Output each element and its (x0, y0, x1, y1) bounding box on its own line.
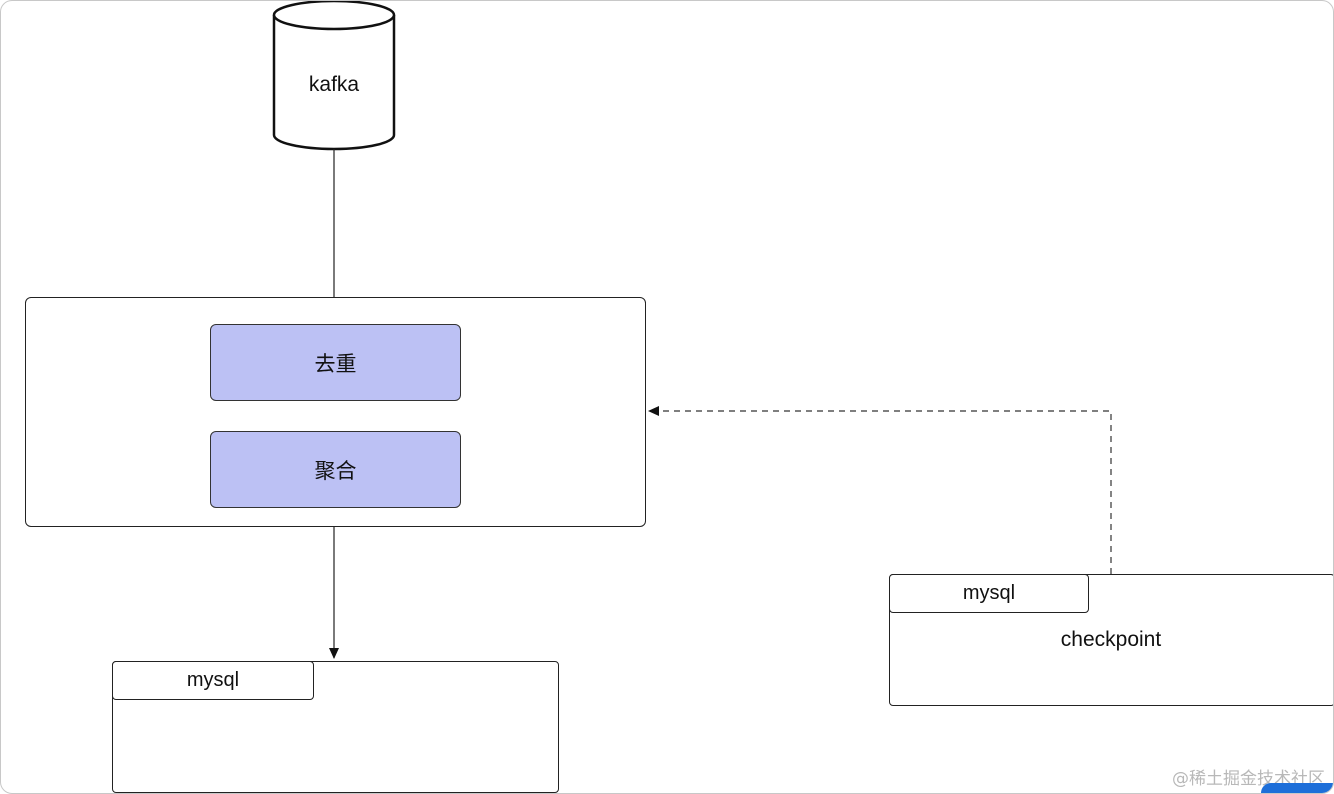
corner-accent (1261, 783, 1333, 793)
dedup-step: 去重 (210, 324, 461, 401)
sink-mysql-tab: mysql (112, 661, 314, 700)
kafka-label: kafka (309, 73, 360, 96)
checkpoint-mysql-tab: mysql (889, 574, 1089, 613)
edge-checkpoint-to-processor (648, 406, 1112, 574)
checkpoint-label: checkpoint (1060, 628, 1162, 651)
aggregate-step: 聚合 (210, 431, 461, 508)
kafka-cylinder: kafka (272, 1, 396, 151)
